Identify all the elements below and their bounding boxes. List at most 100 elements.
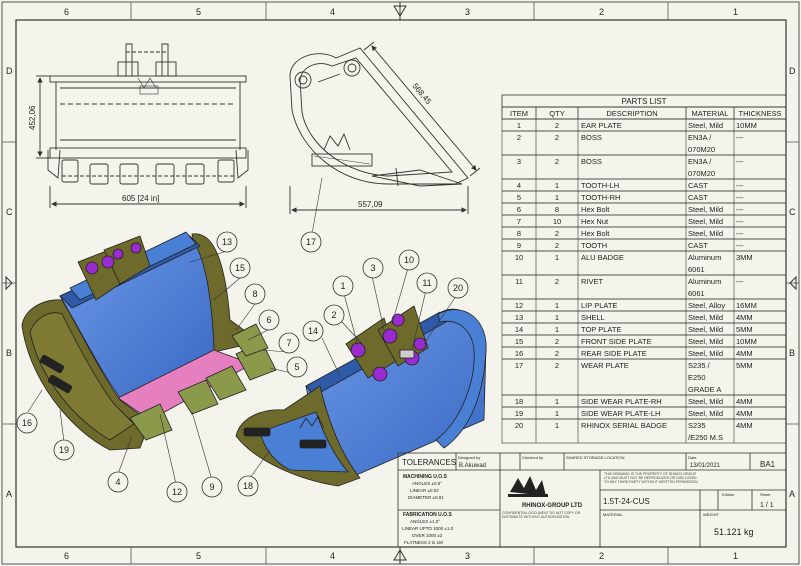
description-cell: Hex Nut: [581, 217, 609, 226]
qty-cell: 1: [555, 253, 559, 262]
storage-location-label: SHARED STORAGE LOCATION: [566, 455, 625, 460]
svg-text:4: 4: [330, 551, 335, 561]
item-number-cell: 11: [515, 277, 523, 286]
thickness-cell: 4MM: [736, 421, 753, 430]
balloon-4: 4: [115, 477, 120, 487]
parts-list-title: PARTS LIST: [621, 97, 666, 106]
balloon-5: 5: [294, 362, 299, 372]
title-block: [397, 452, 787, 548]
qty-cell: 2: [555, 361, 559, 370]
material-cell: Steel, Mild: [688, 121, 723, 130]
material-cell: 6061: [688, 265, 705, 274]
svg-text:D: D: [789, 66, 796, 76]
item-number-cell: 2: [517, 133, 521, 142]
qty-cell: 8: [555, 205, 559, 214]
material-cell: CAST: [688, 241, 708, 250]
qty-cell: 2: [555, 349, 559, 358]
svg-text:ANGLES ±1.0°: ANGLES ±1.0°: [410, 519, 440, 524]
side-width-dimension: 557,09: [358, 200, 383, 209]
thickness-cell: 4MM: [736, 397, 753, 406]
description-cell: Hex Bolt: [581, 205, 610, 214]
front-view: [36, 43, 249, 208]
qty-cell: 1: [555, 313, 559, 322]
qty-cell: 1: [555, 325, 559, 334]
balloon-leaders: [27, 177, 457, 485]
item-number-cell: 18: [515, 397, 523, 406]
qty-cell: 2: [555, 121, 559, 130]
thickness-cell: 5MM: [736, 325, 753, 334]
thickness-cell: ---: [736, 277, 744, 286]
qty-cell: 2: [555, 157, 559, 166]
balloon-12: 12: [172, 487, 182, 497]
balloon-16: 16: [22, 418, 32, 428]
svg-text:A: A: [789, 489, 795, 499]
qty-cell: 10: [553, 217, 561, 226]
parts-list-header: MATERIAL: [692, 109, 729, 118]
designer-name: B.Akuwad: [459, 463, 486, 469]
qty-cell: 1: [555, 421, 559, 430]
iso-bucket-left: [21, 231, 277, 451]
item-number-cell: 16: [515, 349, 523, 358]
centering-marks: [5, 2, 797, 564]
material-cell: S235: [688, 421, 706, 430]
material-cell: Steel, Mild: [688, 409, 723, 418]
zone-labels-top: 6 5 4 3 2 1: [64, 7, 738, 17]
svg-text:DIAMETER ±0.01: DIAMETER ±0.01: [408, 495, 444, 500]
svg-text:OVER 1000 ±2: OVER 1000 ±2: [412, 533, 443, 538]
description-cell: TOOTH-LH: [581, 181, 619, 190]
balloon-3: 3: [370, 263, 375, 273]
thickness-cell: ---: [736, 181, 744, 190]
qty-cell: 2: [555, 133, 559, 142]
side-view: [289, 41, 481, 214]
thickness-cell: ---: [736, 241, 744, 250]
thickness-cell: ---: [736, 229, 744, 238]
thickness-cell: ---: [736, 217, 744, 226]
qty-cell: 2: [555, 277, 559, 286]
thickness-cell: 4MM: [736, 409, 753, 418]
description-cell: LIP PLATE: [581, 301, 617, 310]
material-cell: EN3A /: [688, 157, 712, 166]
property-disclaimer: THIS DRAWING IS THE PROPERTY OF RHINOX G…: [604, 472, 698, 485]
tolerances-label: TOLERANCES: [402, 458, 456, 467]
description-cell: SHELL: [581, 313, 605, 322]
item-number-cell: 13: [515, 313, 523, 322]
parts-list-header: DESCRIPTION: [606, 109, 657, 118]
balloon-7: 7: [286, 338, 291, 348]
part-number: 1.5T-24-CUS: [603, 497, 650, 506]
date-value: 13/01/2021: [690, 463, 721, 469]
qty-cell: 1: [555, 181, 559, 190]
item-number-cell: 7: [517, 217, 521, 226]
svg-text:C: C: [6, 207, 13, 217]
material-cell: 6061: [688, 289, 705, 298]
material-cell: Steel, Mild: [688, 205, 723, 214]
sheet-size: BA1: [760, 460, 776, 469]
rhinox-logo: [508, 476, 548, 497]
svg-text:D: D: [6, 66, 13, 76]
qty-cell: 1: [555, 301, 559, 310]
qty-cell: 2: [555, 229, 559, 238]
designed-by-label: Designed by: [458, 455, 480, 460]
checked-by-label: Checked by: [522, 455, 543, 460]
qty-cell: 1: [555, 193, 559, 202]
svg-text:B: B: [6, 348, 12, 358]
item-number-cell: 19: [515, 409, 523, 418]
svg-text:B: B: [789, 348, 795, 358]
balloon-8: 8: [252, 289, 257, 299]
balloon-2: 2: [331, 310, 336, 320]
svg-text:3: 3: [465, 551, 470, 561]
description-cell: RIVET: [581, 277, 604, 286]
description-cell: BOSS: [581, 133, 602, 142]
zone-labels-left: D C B A: [6, 66, 13, 499]
item-number-cell: 6: [517, 205, 521, 214]
material-cell: GRADE A: [688, 385, 721, 394]
parts-list-header: THICKNESS: [739, 109, 782, 118]
material-cell: CAST: [688, 193, 708, 202]
qty-cell: 1: [555, 409, 559, 418]
thickness-cell: 3MM: [736, 253, 753, 262]
balloon-6: 6: [266, 315, 271, 325]
item-number-cell: 14: [515, 325, 523, 334]
description-cell: SIDE WEAR PLATE-LH: [581, 409, 660, 418]
